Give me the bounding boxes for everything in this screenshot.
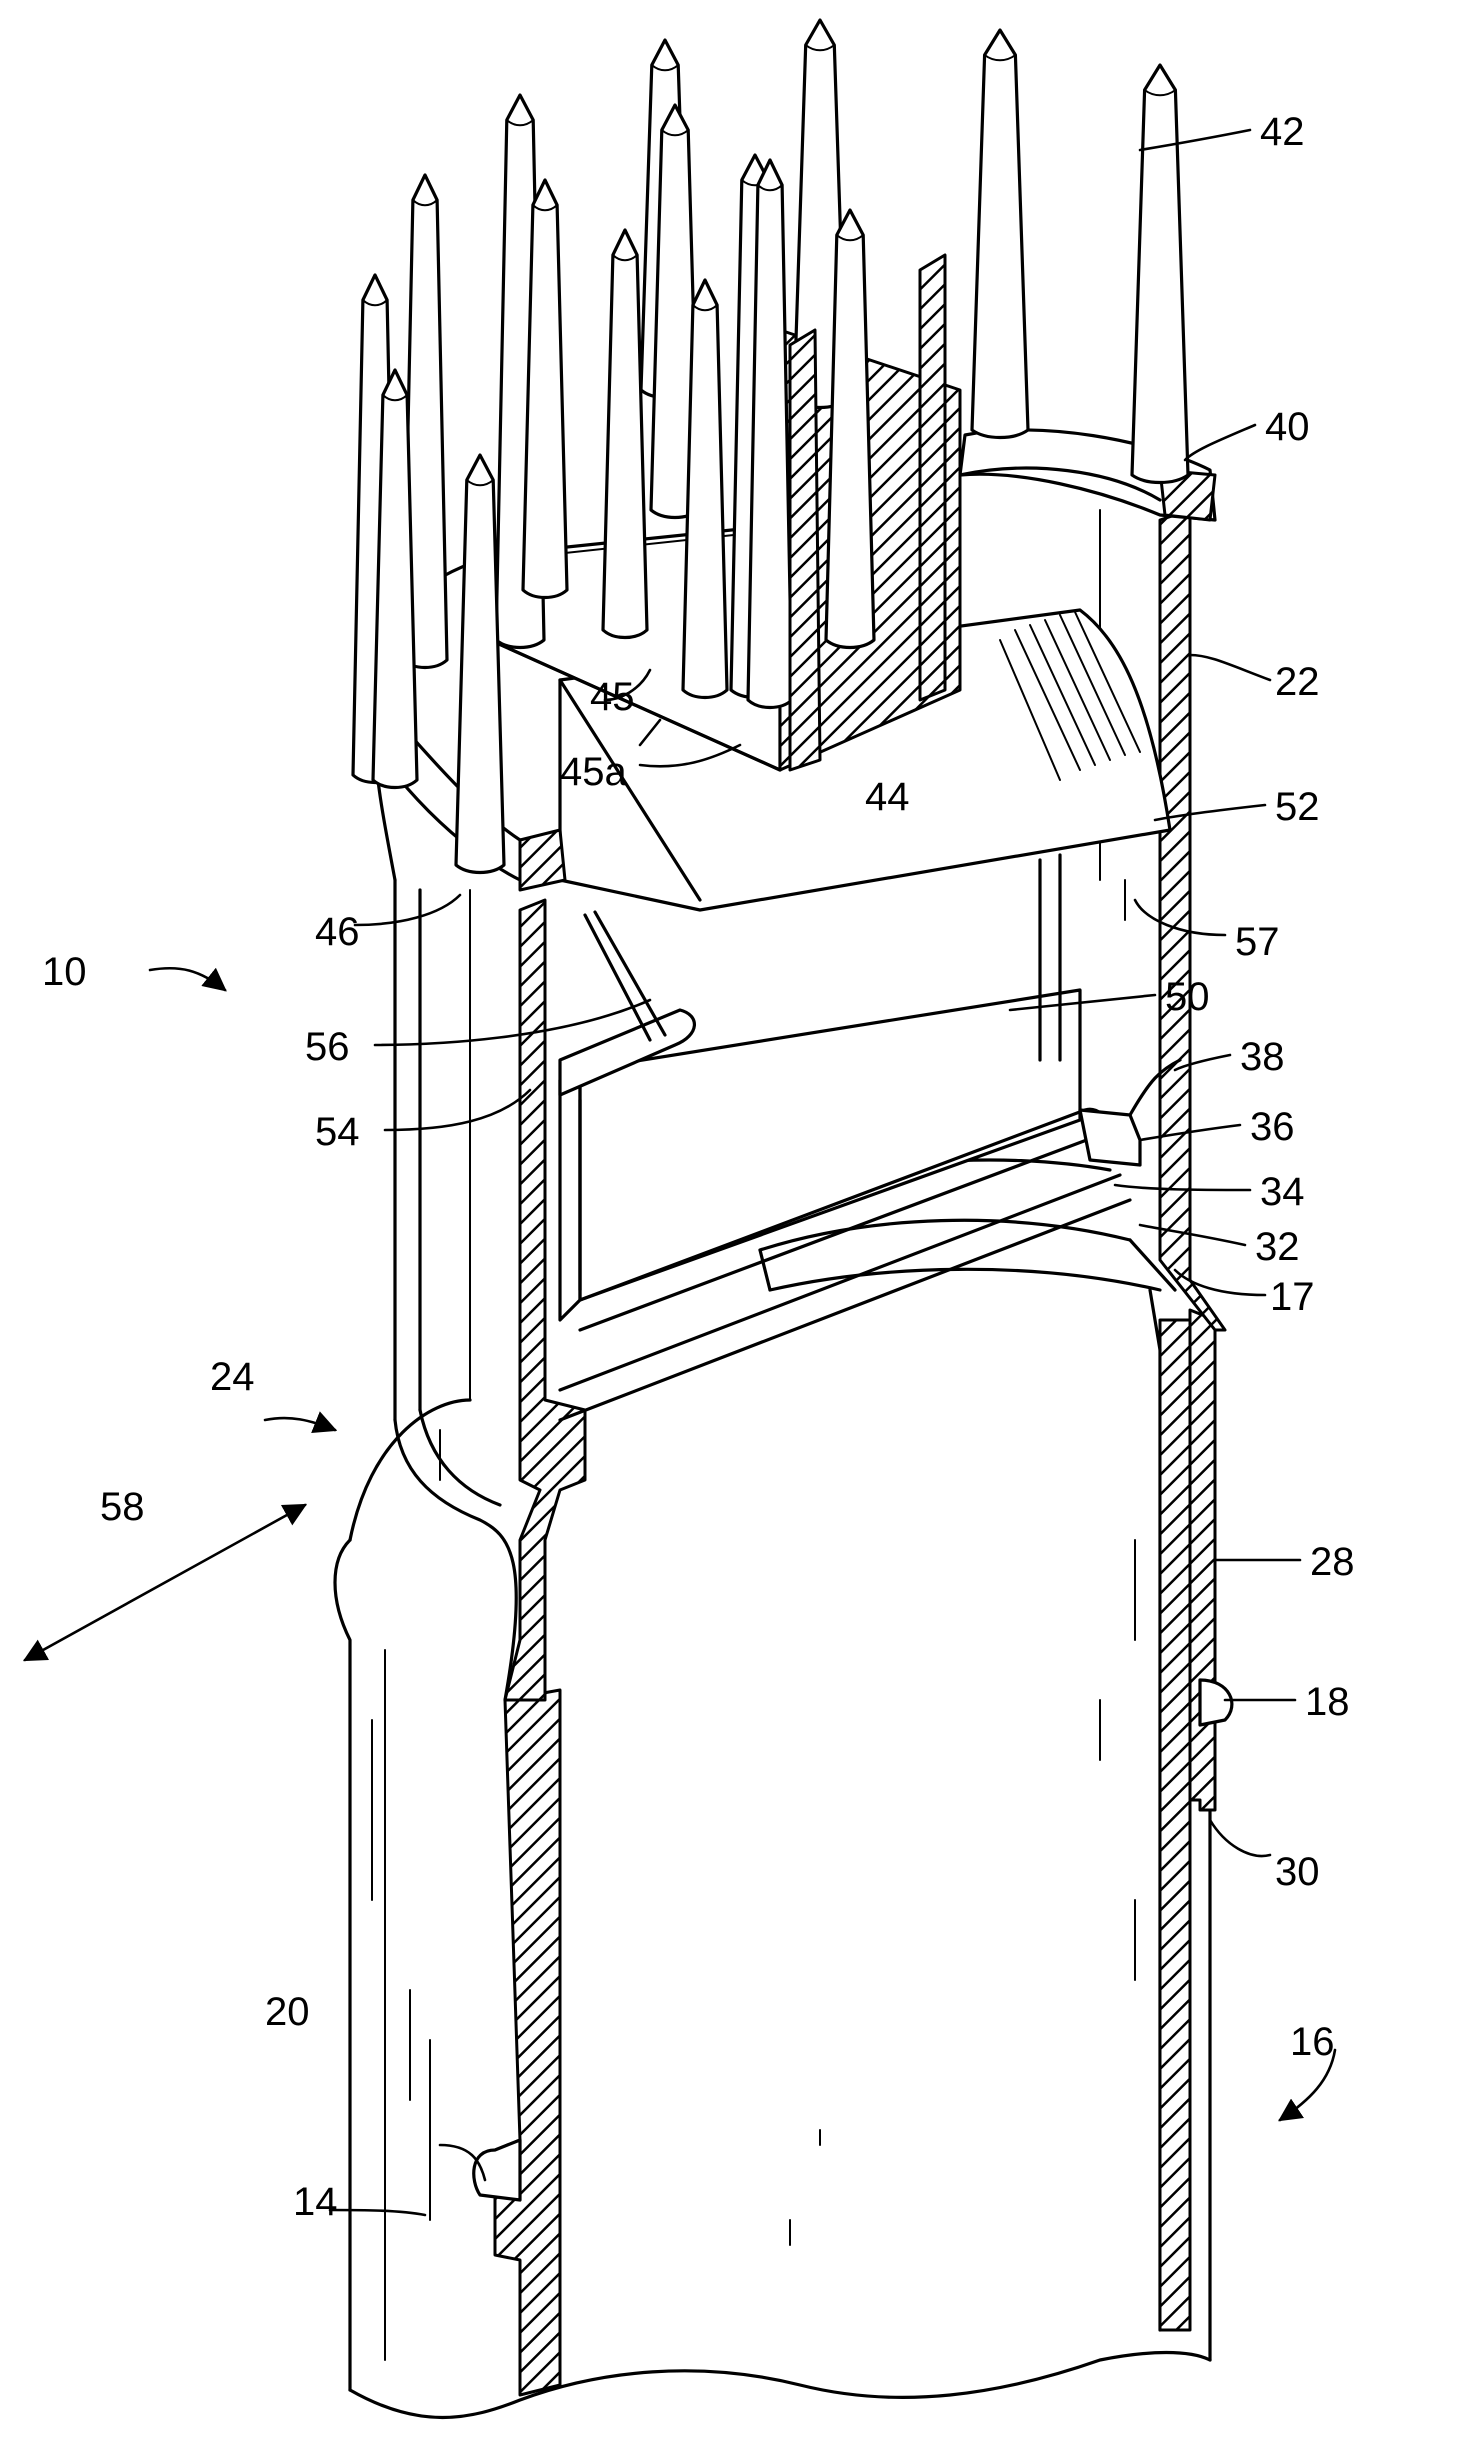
label-10: 10 [42, 950, 87, 994]
label-24: 24 [210, 1355, 255, 1399]
pin-12 [603, 230, 647, 638]
label-45: 45 [590, 675, 635, 719]
label-34: 34 [1260, 1170, 1305, 1214]
label-46: 46 [315, 910, 360, 954]
pin-1 [1132, 65, 1188, 483]
label-57: 57 [1235, 920, 1280, 964]
detent-18 [1200, 1680, 1232, 1725]
label-16: 16 [1290, 2020, 1335, 2064]
label-20: 20 [265, 1990, 310, 2034]
label-40: 40 [1265, 405, 1310, 449]
label-32: 32 [1255, 1225, 1300, 1269]
label-58: 58 [100, 1485, 145, 1529]
cut-pin-a [790, 330, 820, 770]
lower-left-wall-section [495, 1690, 560, 2395]
label-38: 38 [1240, 1035, 1285, 1079]
label-42: 42 [1260, 110, 1305, 154]
label-54: 54 [315, 1110, 360, 1154]
label-44: 44 [865, 775, 910, 819]
label-52: 52 [1275, 785, 1320, 829]
outer-sleeve-28 [1190, 1310, 1215, 1810]
lower-tube [335, 1320, 1210, 2418]
cut-pin-b [920, 255, 945, 700]
label-28: 28 [1310, 1540, 1355, 1584]
label-56: 56 [305, 1025, 350, 1069]
upper-right-wall-section [1160, 510, 1225, 1330]
label-45a: 45a [560, 750, 627, 794]
direction-arrow-58 [25, 1505, 305, 1660]
label-18: 18 [1305, 1680, 1350, 1724]
pin-2 [972, 30, 1028, 438]
label-50: 50 [1165, 975, 1210, 1019]
pin-9 [456, 455, 504, 873]
lower-right-wall-section [1160, 1320, 1190, 2330]
label-17: 17 [1270, 1275, 1315, 1319]
label-22: 22 [1275, 660, 1320, 704]
label-30: 30 [1275, 1850, 1320, 1894]
label-36: 36 [1250, 1105, 1295, 1149]
label-14: 14 [293, 2180, 338, 2224]
